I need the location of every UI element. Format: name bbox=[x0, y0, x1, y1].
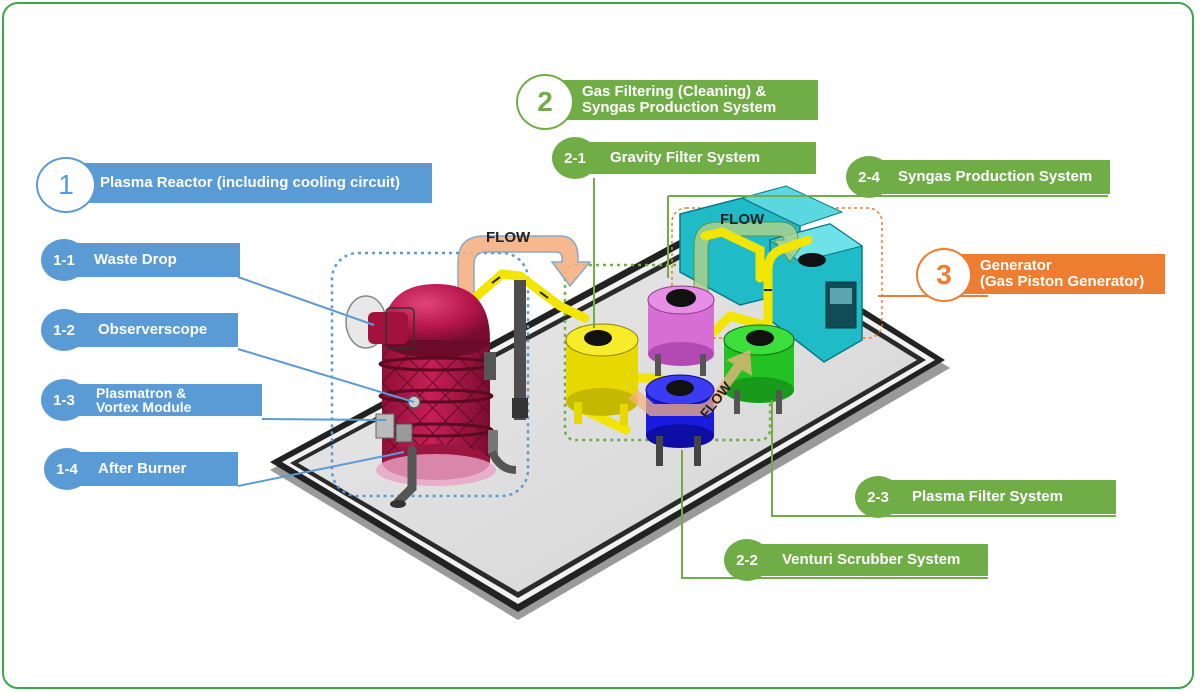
label-plasmatron-line2: Vortex Module bbox=[96, 399, 192, 415]
label-waste-drop: Waste Drop bbox=[70, 243, 240, 277]
exhaust-pipe bbox=[512, 280, 528, 420]
label-plasma-filter-text: Plasma Filter System bbox=[912, 488, 1063, 505]
badge-2: 2 bbox=[516, 74, 574, 130]
yellow-tank bbox=[565, 323, 639, 426]
flow-arrow-reactor bbox=[457, 235, 592, 301]
reactor-region-outline bbox=[330, 251, 530, 498]
label-syngas-production-text: Syngas Production System bbox=[898, 168, 1093, 185]
label-plasmatron-line1: Plasmatron & bbox=[96, 385, 187, 401]
label-gravity-filter-text: Gravity Filter System bbox=[610, 149, 761, 166]
label-observerscope-text: Observerscope bbox=[98, 321, 208, 338]
badge-2-1: 2-1 bbox=[552, 137, 598, 179]
reactor-leader-lines bbox=[237, 276, 415, 487]
label-generator-line2: (Gas Piston Generator) bbox=[980, 273, 1145, 290]
label-plasma-reactor: Plasma Reactor (including cooling circui… bbox=[72, 163, 432, 203]
label-syngas-production: Syngas Production System bbox=[868, 160, 1110, 194]
label-venturi-scrubber-text: Venturi Scrubber System bbox=[782, 551, 961, 568]
filter-leader-lines bbox=[593, 178, 1116, 579]
label-venturi-scrubber: Venturi Scrubber System bbox=[750, 544, 988, 576]
label-generator: Generator (Gas Piston Generator) bbox=[940, 254, 1165, 294]
badge-2-1-num: 2-1 bbox=[564, 149, 586, 167]
label-after-burner-text: After Burner bbox=[98, 460, 187, 477]
badge-2-num: 2 bbox=[537, 86, 553, 117]
label-waste-drop-text: Waste Drop bbox=[94, 251, 177, 268]
label-gas-filtering-line2: Syngas Production System bbox=[582, 99, 777, 116]
badge-2-3: 2-3 bbox=[855, 476, 901, 518]
flow-label-2: FLOW bbox=[720, 211, 765, 228]
label-plasma-reactor-text: Plasma Reactor (including cooling circui… bbox=[100, 174, 401, 191]
label-gas-filtering-line1: Gas Filtering (Cleaning) & bbox=[582, 83, 767, 100]
badge-1-2-num: 1-2 bbox=[53, 321, 75, 339]
label-plasmatron: Plasmatron & Vortex Module bbox=[70, 384, 262, 416]
plasma-reactor bbox=[376, 284, 496, 486]
flow-arrow-filters bbox=[628, 350, 752, 416]
badge-1-1-num: 1-1 bbox=[53, 251, 75, 269]
badge-1-1: 1-1 bbox=[41, 239, 87, 281]
waste-drop-hopper bbox=[345, 295, 415, 349]
label-generator-line1: Generator bbox=[980, 257, 1052, 274]
badge-2-3-num: 2-3 bbox=[867, 488, 889, 506]
label-gravity-filter: Gravity Filter System bbox=[580, 142, 816, 174]
flow-label-1: FLOW bbox=[486, 229, 531, 246]
plasmatron-module bbox=[375, 413, 517, 474]
badge-2-2-num: 2-2 bbox=[736, 551, 758, 569]
badge-1-4: 1-4 bbox=[44, 448, 90, 490]
label-gas-filtering: Gas Filtering (Cleaning) & Syngas Produc… bbox=[548, 80, 818, 120]
green-tank bbox=[723, 324, 795, 414]
badge-2-2: 2-2 bbox=[724, 539, 770, 581]
badge-2-4-num: 2-4 bbox=[858, 168, 880, 186]
after-burner bbox=[390, 445, 417, 508]
badge-1-4-num: 1-4 bbox=[56, 460, 78, 478]
badge-1-3-num: 1-3 bbox=[53, 391, 75, 409]
pink-tank bbox=[647, 285, 715, 376]
label-after-burner: After Burner bbox=[72, 452, 238, 486]
label-observerscope: Observerscope bbox=[72, 313, 238, 347]
badge-3-num: 3 bbox=[936, 259, 952, 290]
badge-3: 3 bbox=[916, 248, 972, 302]
badge-1-num: 1 bbox=[58, 169, 74, 200]
badge-1: 1 bbox=[36, 157, 96, 213]
label-plasma-filter: Plasma Filter System bbox=[880, 480, 1116, 514]
badge-1-3: 1-3 bbox=[41, 379, 87, 421]
badge-2-4: 2-4 bbox=[846, 156, 892, 198]
badge-1-2: 1-2 bbox=[41, 309, 87, 351]
